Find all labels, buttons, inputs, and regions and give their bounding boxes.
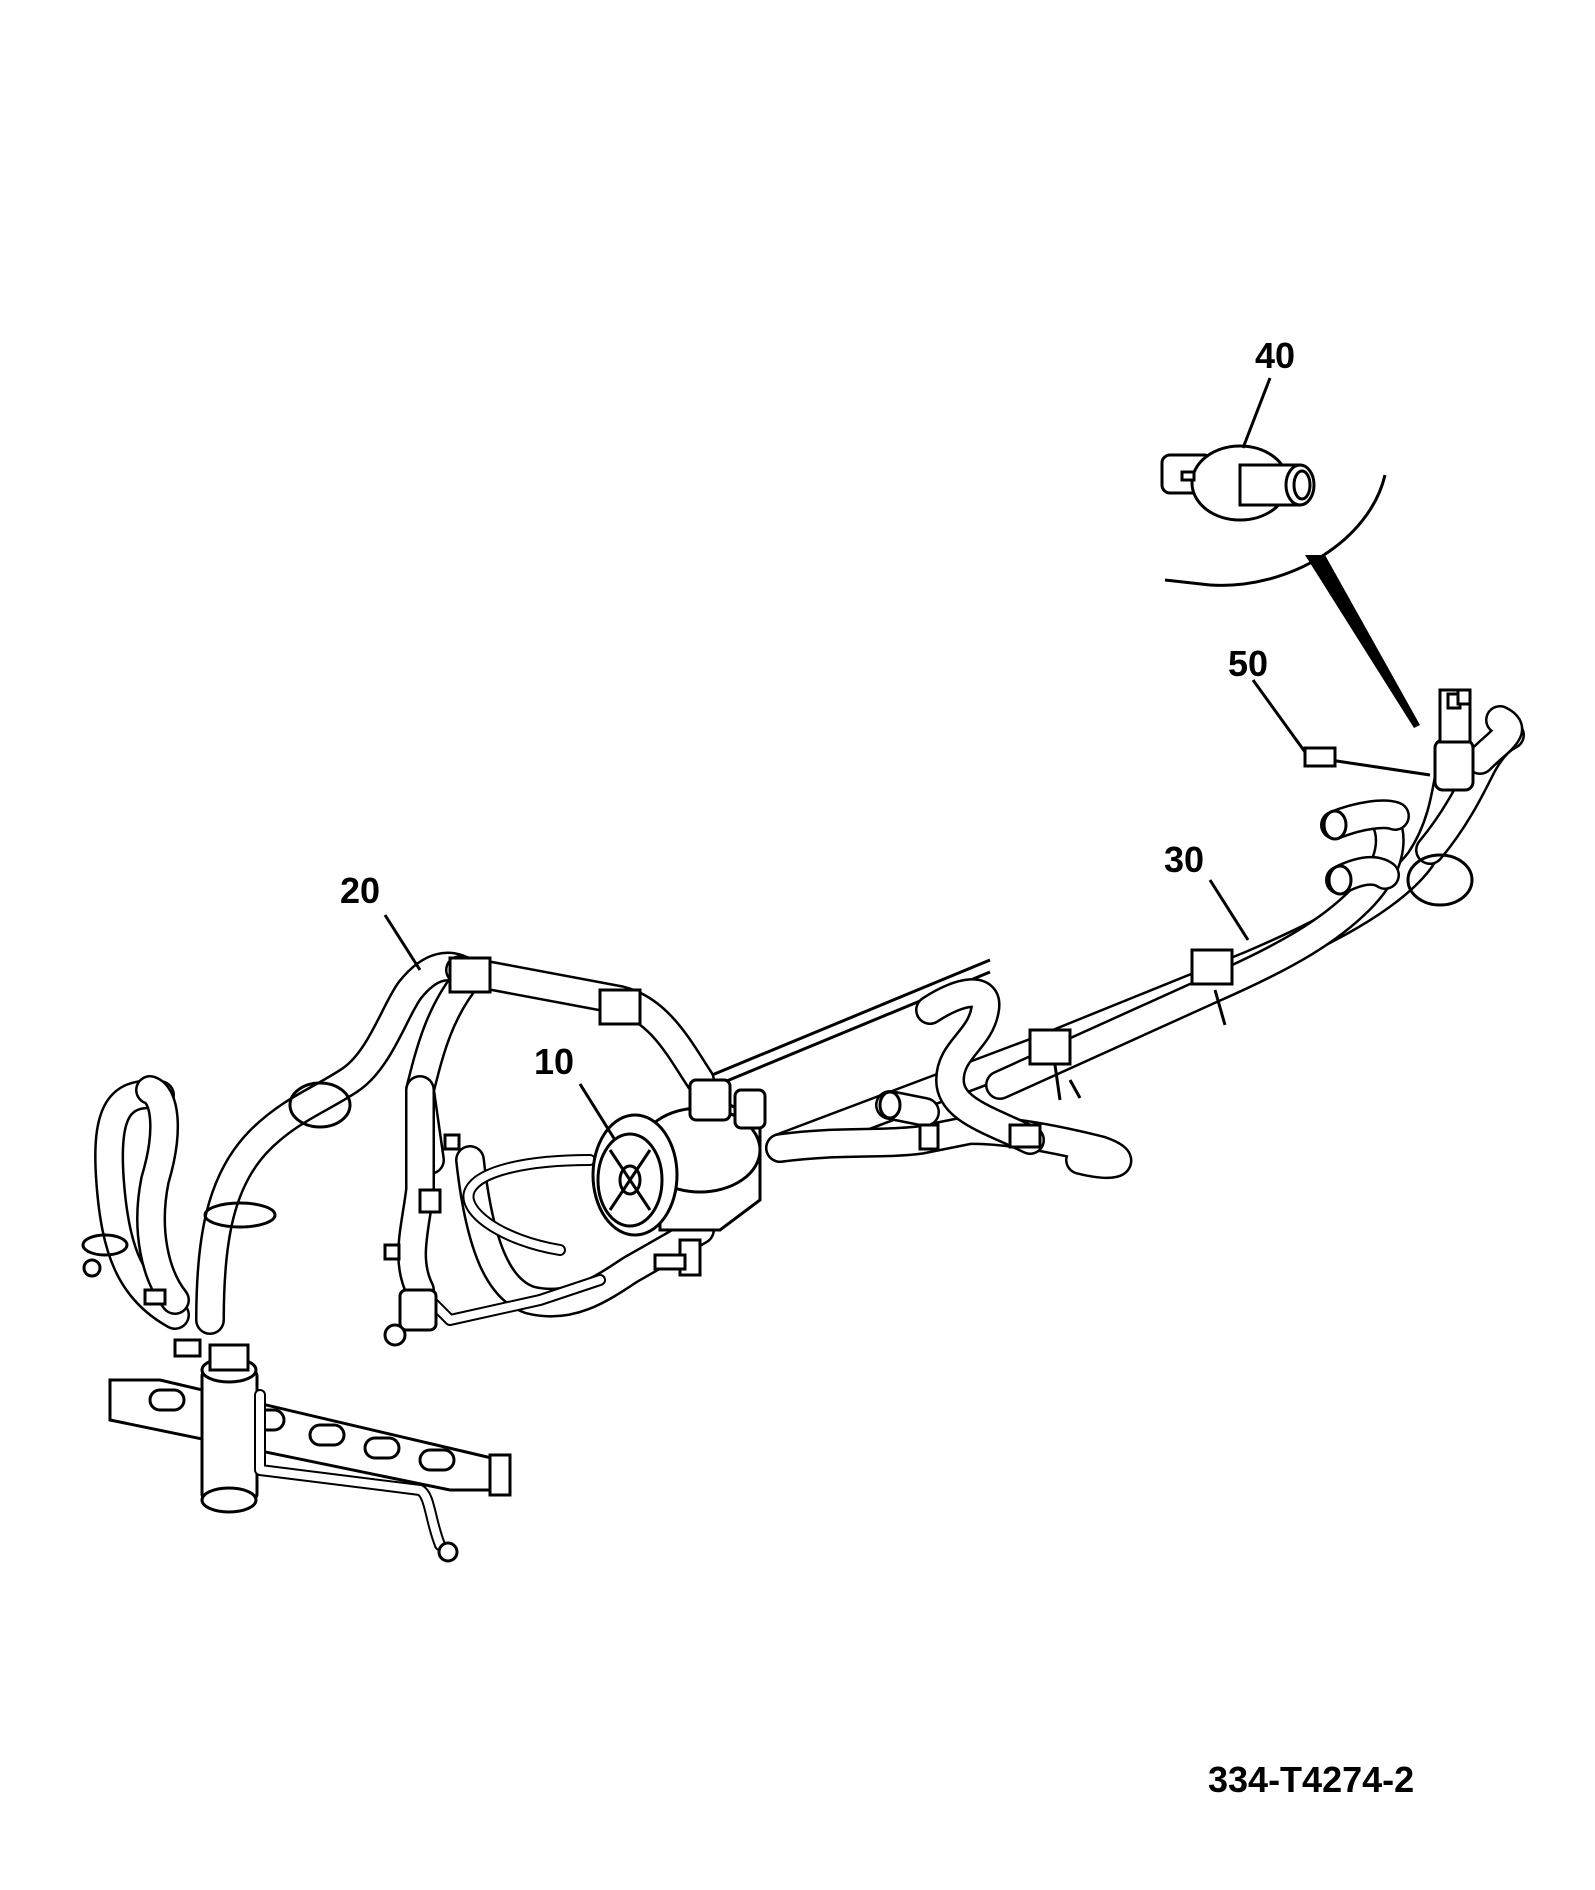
- pressure-switch-detail: [1160, 444, 1420, 728]
- receiver-drier-bracket: [108, 1338, 512, 1563]
- hose-30: [699, 688, 1525, 1163]
- left-loop-hose: [81, 1075, 190, 1330]
- wire-harness-50: [1303, 746, 1431, 777]
- compressor-hoses: [765, 978, 1133, 1180]
- callout-20: 20: [340, 870, 381, 911]
- callout-10: 10: [534, 1041, 575, 1082]
- compressor: [591, 1078, 767, 1277]
- callout-30: 30: [1164, 839, 1205, 880]
- callout-50: 50: [1228, 643, 1269, 684]
- callout-40: 40: [1255, 335, 1296, 376]
- drawing-number: 334-T4274-2: [1208, 1759, 1415, 1800]
- hose-20: [195, 951, 715, 1347]
- leader-lines: [383, 377, 1307, 1141]
